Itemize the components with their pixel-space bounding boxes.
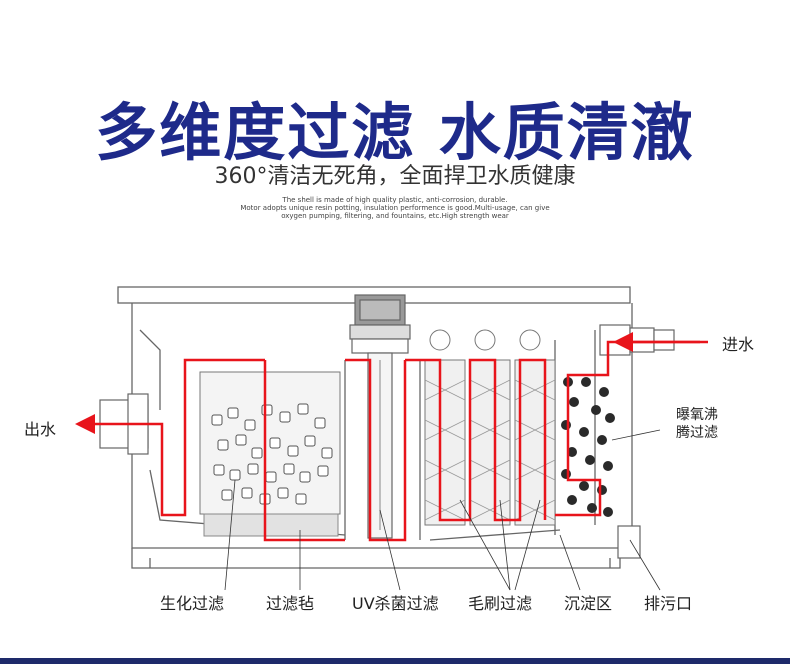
page-title: 多维度过滤 水质清澈	[95, 96, 695, 169]
inlet-pipe	[599, 324, 675, 356]
label-biochem: 生化过滤	[160, 594, 225, 613]
bio-rings	[211, 403, 333, 505]
bottom-bar	[0, 658, 790, 664]
label-uv: UV杀菌过滤	[352, 594, 439, 613]
label-aeration-line-1: 曝氧沸	[676, 407, 718, 423]
description-line-2: Motor adopts unique resin potting, insul…	[240, 204, 550, 212]
description-line-1: The shell is made of high quality plasti…	[282, 196, 508, 204]
description-text: The shell is made of high quality plasti…	[0, 196, 790, 220]
biochem-chamber	[199, 371, 341, 537]
brush-filters	[424, 329, 556, 526]
label-water-out: 出水	[24, 420, 57, 439]
uv-lamp	[349, 294, 411, 539]
label-aeration: 曝氧沸 腾过滤	[664, 406, 730, 442]
aeration-balls	[561, 377, 615, 517]
label-felt: 过滤毡	[266, 594, 315, 613]
label-aeration-line-2: 腾过滤	[676, 425, 718, 441]
label-sediment: 沉淀区	[564, 594, 613, 613]
water-flow	[75, 332, 708, 542]
description-line-3: oxygen pumping, filtering, and fountains…	[281, 212, 509, 220]
label-brush: 毛刷过滤	[468, 594, 533, 613]
drain-outlet	[617, 525, 641, 559]
leader-lines	[224, 429, 661, 591]
label-water-in: 进水	[722, 335, 755, 354]
page-subtitle: 360°清洁无死角，全面捍卫水质健康	[214, 164, 576, 189]
label-drain: 排污口	[644, 594, 693, 613]
